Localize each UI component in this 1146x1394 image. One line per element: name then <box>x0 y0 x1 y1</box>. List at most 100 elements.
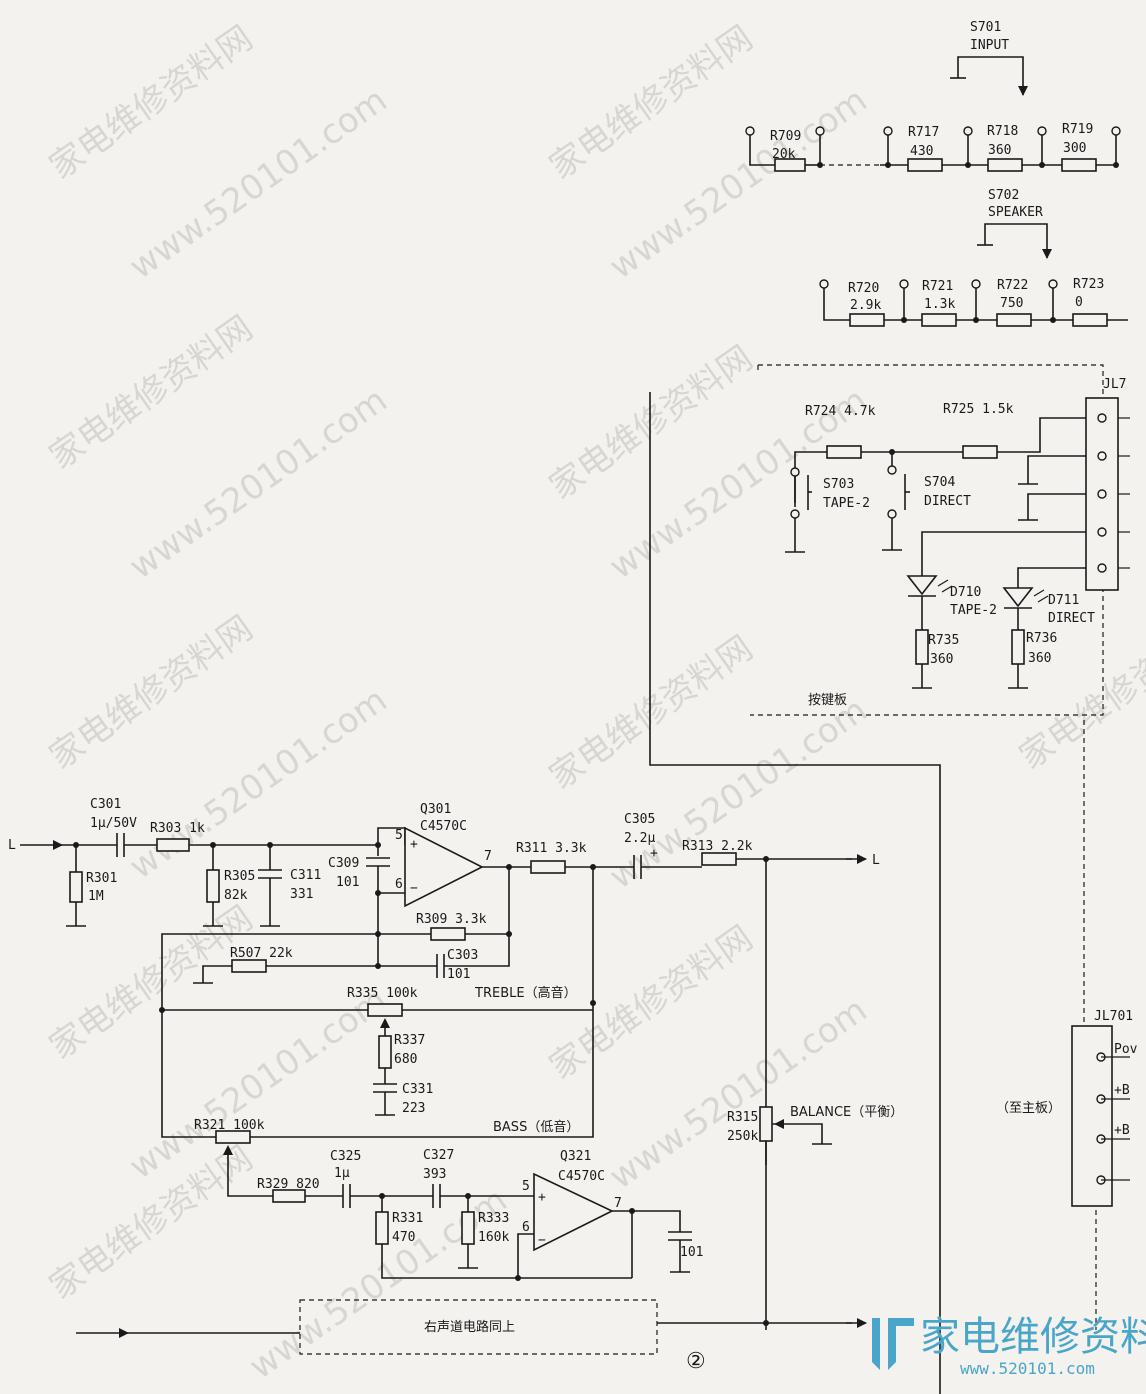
r723-ref: R723 <box>1073 277 1104 292</box>
q321-ref: Q321 <box>560 1149 591 1164</box>
bass-label: BASS（低音） <box>493 1119 579 1135</box>
r736-ref: R736 <box>1026 631 1057 646</box>
q321-sign-minus: − <box>538 1233 546 1248</box>
r301-ref: R301 <box>86 871 117 886</box>
q321-pin-minus: 6 <box>522 1220 530 1235</box>
c305-value: 2.2μ <box>624 831 655 846</box>
r724-resistor <box>826 445 862 459</box>
r736-value: 360 <box>1028 651 1051 666</box>
to-mainboard-label: （至主板） <box>996 1101 1061 1116</box>
logo-cn-text: 家电维修资料网 <box>920 1314 1146 1360</box>
q301-ref: Q301 <box>420 802 451 817</box>
q301-pin-minus: 6 <box>395 877 403 892</box>
right-channel-label: 右声道电路同上 <box>424 1319 515 1335</box>
r735-resistor <box>915 629 929 665</box>
r722-ref: R722 <box>997 278 1028 293</box>
r723-resistor <box>1072 313 1108 327</box>
board-outline <box>649 392 941 1394</box>
treble-label: TREBLE（高音） <box>474 985 577 1001</box>
r735-ref: R735 <box>928 633 959 648</box>
r722-value: 750 <box>1000 296 1023 311</box>
r717-value: 430 <box>910 144 933 159</box>
r311-resistor <box>530 860 566 874</box>
q301-pin-out: 7 <box>484 849 492 864</box>
jl701-pin-2: +B <box>1114 1083 1130 1098</box>
r331-resistor <box>375 1211 389 1245</box>
site-logo: 家电维修资料网 www.520101.com <box>872 1314 1146 1378</box>
r723-value: 0 <box>1075 295 1083 310</box>
watermark-url: www.520101.com <box>242 1180 514 1387</box>
r337-resistor <box>378 1035 392 1069</box>
c331-ref: C331 <box>402 1082 433 1097</box>
r315-potentiometer <box>759 1106 773 1142</box>
q321-pin-plus: 5 <box>522 1179 530 1194</box>
q301-pin-plus: 5 <box>395 828 403 843</box>
watermark-cn: 家电维修资料网 <box>42 18 260 187</box>
c309-value: 101 <box>336 875 359 890</box>
s702-speaker-switch: S702 SPEAKER <box>977 188 1052 259</box>
r720-ref: R720 <box>848 281 879 296</box>
q321-sign-plus: + <box>538 1190 546 1205</box>
r717-ref: R717 <box>908 125 939 140</box>
c311-value: 331 <box>290 887 313 902</box>
s704-ref: S704 <box>924 475 955 490</box>
r315-ref: R315 <box>727 1110 758 1125</box>
r720-value: 2.9k <box>850 298 881 313</box>
s703-ref: S703 <box>823 477 854 492</box>
r303-label: R303 1k <box>150 821 205 836</box>
r337-value: 680 <box>394 1052 417 1067</box>
r301-resistor <box>69 871 83 903</box>
q301-sign-minus: − <box>410 881 418 896</box>
watermark-cn: 家电维修资料网 <box>42 308 260 477</box>
r709-ref: R709 <box>770 129 801 144</box>
r724-label: R724 4.7k <box>805 404 876 419</box>
q301-sign-plus: + <box>410 837 418 852</box>
r735-value: 360 <box>930 652 953 667</box>
s702-name: SPEAKER <box>988 205 1043 220</box>
r331-ref: R331 <box>392 1211 423 1226</box>
q321-opamp <box>533 1172 614 1252</box>
watermark-cn: 家电维修资料网 <box>542 628 760 797</box>
c311-ref: C311 <box>290 868 321 883</box>
watermark-url: www.520101.com <box>122 380 394 587</box>
r718-value: 360 <box>988 143 1011 158</box>
c325-ref: C325 <box>330 1149 361 1164</box>
r725-resistor <box>962 445 998 459</box>
r725-label: R725 1.5k <box>943 402 1014 417</box>
jl701-pin-3: +B <box>1114 1123 1130 1138</box>
r311-label: R311 3.3k <box>516 841 587 856</box>
jl701-connector: JL701 Pov +B +B （至主板） <box>996 1009 1138 1207</box>
watermark-cn: 家电维修资料网 <box>42 898 260 1067</box>
r721-value: 1.3k <box>924 297 955 312</box>
r321-potentiometer <box>215 1130 251 1144</box>
q301-part: C4570C <box>420 819 467 834</box>
r721-ref: R721 <box>922 279 953 294</box>
d711-name: DIRECT <box>1048 611 1095 626</box>
jl7-ref: JL7 <box>1103 377 1126 392</box>
input-l-label: L <box>8 838 16 853</box>
r329-label: R329 820 <box>257 1177 320 1192</box>
c325-value: 1μ <box>334 1166 350 1181</box>
r736-resistor <box>1011 629 1025 665</box>
r507-resistor <box>231 959 267 973</box>
r335-potentiometer <box>367 1003 403 1017</box>
d711-ref: D711 <box>1048 593 1079 608</box>
r309-label: R309 3.3k <box>416 912 487 927</box>
s701-input-switch: S701 INPUT <box>950 20 1028 96</box>
r313-resistor <box>701 852 737 866</box>
output-l-label: L <box>872 853 880 868</box>
r709-value: 20k <box>772 147 796 162</box>
c327-ref: C327 <box>423 1148 454 1163</box>
r717-resistor <box>907 158 943 172</box>
q301-opamp <box>404 826 484 908</box>
figure-number: ② <box>686 1349 706 1374</box>
c303-value: 101 <box>447 967 470 982</box>
speaker-attenuator-row: R720 2.9k R721 1.3k R722 750 R723 0 <box>819 277 1128 327</box>
keypad-label: 按键板 <box>808 693 847 708</box>
r719-value: 300 <box>1063 141 1086 156</box>
r333-value: 160k <box>478 1230 509 1245</box>
r719-ref: R719 <box>1062 122 1093 137</box>
r718-resistor <box>987 158 1023 172</box>
r709-resistor <box>774 158 806 172</box>
